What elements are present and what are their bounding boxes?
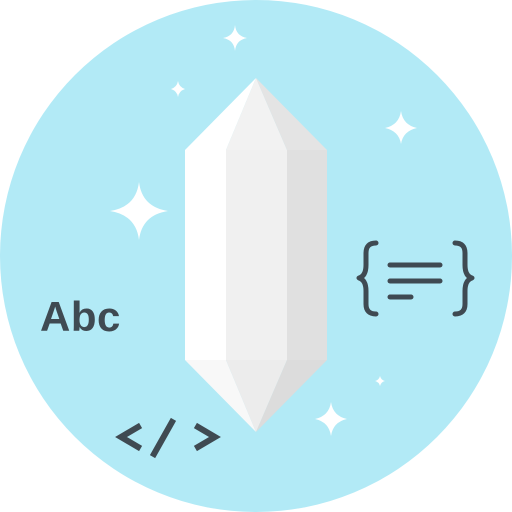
- sparkle-icon: [54, 8, 102, 65]
- sparkle-icon: [223, 25, 247, 51]
- sparkle-icon: [385, 111, 417, 144]
- curly-braces-text-icon: [356, 240, 475, 317]
- sparkles: [54, 8, 417, 511]
- sparkle-icon: [171, 81, 185, 97]
- abc-text-label: Abc: [40, 293, 121, 340]
- crystal-icon: [185, 78, 327, 432]
- sparkle-icon: [110, 182, 168, 240]
- sparkle-icon: [375, 376, 385, 386]
- code-tag-icon: [115, 417, 221, 459]
- sparkle-icon: [385, 487, 407, 511]
- sparkle-icon: [315, 402, 347, 436]
